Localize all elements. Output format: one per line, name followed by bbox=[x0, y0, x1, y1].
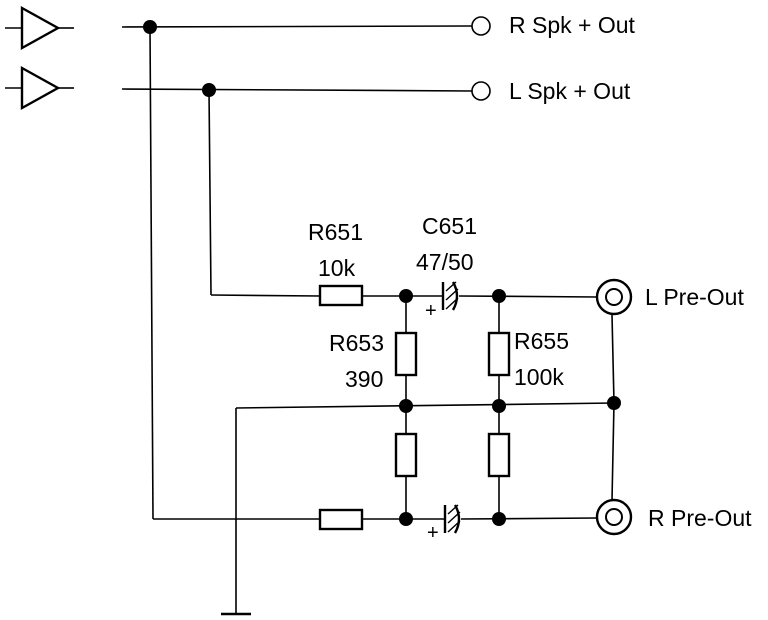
l-spk-out-label: L Spk + Out bbox=[509, 78, 631, 104]
wires bbox=[121, 25, 615, 615]
r653-ref-label: R653 bbox=[329, 330, 384, 356]
c651-polarity-mark: + bbox=[425, 300, 437, 322]
l-pre-out-jack bbox=[595, 278, 633, 316]
c651-value-label: 47/50 bbox=[416, 249, 474, 275]
r-amplifier-symbol bbox=[5, 5, 74, 51]
l-pre-out-label: L Pre-Out bbox=[645, 284, 744, 310]
resistor-r-channel-shunt-high bbox=[487, 432, 511, 478]
capacitor-c651 bbox=[441, 281, 459, 311]
l-spk-terminal bbox=[471, 81, 491, 101]
resistor-r653 bbox=[394, 331, 418, 377]
resistor-r651 bbox=[318, 284, 364, 307]
r655-ref-label: R655 bbox=[514, 328, 569, 354]
c651-ref-label: C651 bbox=[422, 213, 477, 239]
r-spk-out-label: R Spk + Out bbox=[509, 12, 636, 38]
r-spk-terminal bbox=[471, 16, 491, 36]
l-amplifier-symbol bbox=[5, 65, 74, 111]
r-capacitor-polarity-mark: + bbox=[427, 522, 439, 544]
capacitor-r-channel bbox=[443, 504, 461, 534]
r655-value-label: 100k bbox=[514, 364, 564, 390]
resistor-r-channel-shunt-low bbox=[394, 432, 418, 478]
r-pre-out-jack bbox=[595, 498, 633, 536]
resistor-r-channel-series bbox=[318, 508, 364, 531]
junction-dots bbox=[143, 20, 621, 526]
r653-value-label: 390 bbox=[345, 366, 383, 392]
r651-ref-label: R651 bbox=[308, 219, 363, 245]
resistor-r655 bbox=[487, 331, 511, 377]
r-pre-out-label: R Pre-Out bbox=[648, 505, 752, 531]
r651-value-label: 10k bbox=[318, 255, 356, 281]
